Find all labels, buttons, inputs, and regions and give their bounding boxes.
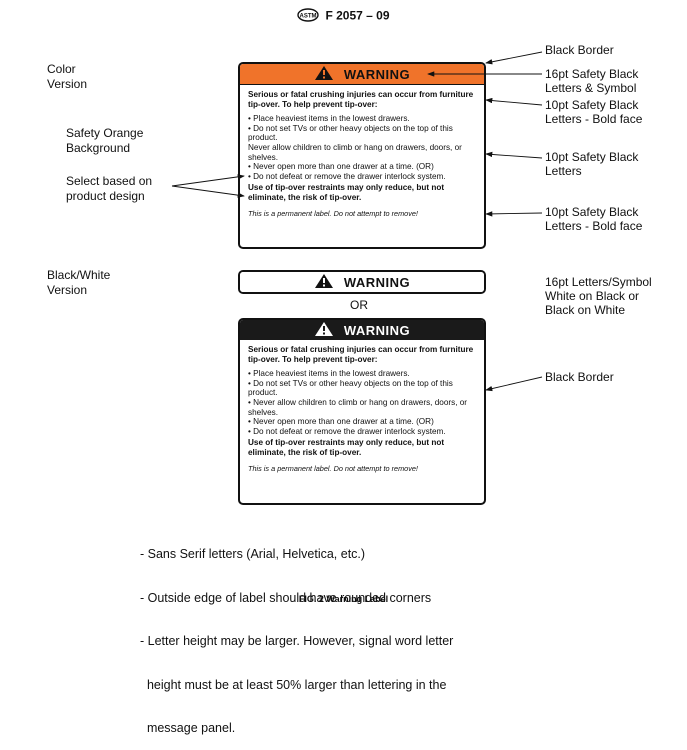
bw-warning-label: WARNING Serious or fatal crushing injuri…	[238, 318, 486, 505]
list-item: • Do not set TVs or other heavy objects …	[248, 378, 453, 398]
list-item: Never allow children to climb or hang on…	[248, 142, 462, 162]
restraint-statement: Use of tip-over restraints may only redu…	[248, 183, 445, 202]
bw-version-label: Black/White Version	[47, 268, 111, 297]
warning-triangle-icon	[314, 321, 334, 340]
signal-word: WARNING	[343, 66, 411, 82]
message-panel: Serious or fatal crushing injuries can o…	[240, 85, 484, 218]
list-item: - Sans Serif letters (Arial, Helvetica, …	[140, 547, 366, 561]
list-item: - Letter height may be larger. However, …	[140, 634, 454, 648]
regular-10pt-note: 10pt Safety Black Letters	[545, 150, 639, 178]
annotation-arrows	[171, 51, 543, 392]
symbol-16pt-note: 16pt Safety Black Letters & Symbol	[545, 67, 639, 95]
bold-10pt-note-b: 10pt Safety Black Letters - Bold face	[545, 205, 643, 233]
instruction-list: • Place heaviest items in the lowest dra…	[248, 114, 476, 181]
black-border-note-bottom: Black Border	[545, 370, 614, 384]
standard-title: F 2057 – 09	[325, 8, 390, 23]
letters-symbol-16pt-note: 16pt Letters/Symbol White on Black or Bl…	[545, 275, 652, 317]
list-item: • Place heaviest items in the lowest dra…	[248, 114, 410, 124]
list-item: • Do not defeat or remove the drawer int…	[248, 426, 446, 436]
list-item: • Never open more than one drawer at a t…	[248, 162, 434, 172]
restraint-statement: Use of tip-over restraints may only redu…	[248, 438, 445, 457]
instruction-list: • Place heaviest items in the lowest dra…	[248, 369, 476, 436]
black-border-note-top: Black Border	[545, 43, 614, 57]
requirements-list: - Sans Serif letters (Arial, Helvetica, …	[140, 518, 453, 750]
svg-text:ASTM: ASTM	[300, 14, 317, 20]
figure-caption: FIG. 2 Warning Label	[298, 594, 389, 604]
select-design-note: Select based on product design	[66, 174, 153, 203]
list-item: • Never open more than one drawer at a t…	[248, 417, 434, 427]
color-warning-label: WARNING Serious or fatal crushing injuri…	[238, 62, 486, 249]
list-item: height must be at least 50% larger than …	[140, 677, 447, 692]
bold-10pt-note-a: 10pt Safety Black Letters - Bold face	[545, 98, 643, 126]
signal-word-outline-label: WARNING	[238, 270, 486, 294]
list-item: - Outside edge of label should have roun…	[140, 590, 432, 605]
color-version-label: Color Version	[47, 62, 88, 91]
list-item: • Never allow children to climb or hang …	[248, 397, 468, 417]
signal-word-band-black: WARNING	[240, 320, 484, 340]
permanent-label-note: This is a permanent label. Do not attemp…	[248, 208, 418, 218]
permanent-label-note: This is a permanent label. Do not attemp…	[248, 463, 418, 473]
warning-triangle-icon	[314, 65, 334, 84]
signal-word: WARNING	[343, 274, 411, 290]
warning-triangle-icon	[314, 273, 334, 292]
list-item: • Place heaviest items in the lowest dra…	[248, 369, 410, 379]
list-item: • Do not defeat or remove the drawer int…	[248, 171, 446, 181]
hazard-statement: Serious or fatal crushing injuries can o…	[248, 345, 474, 364]
message-panel: Serious or fatal crushing injuries can o…	[240, 340, 484, 473]
signal-word-band-orange: WARNING	[240, 64, 484, 85]
page-header: ASTM F 2057 – 09	[0, 8, 687, 25]
signal-word: WARNING	[343, 322, 411, 338]
hazard-statement: Serious or fatal crushing injuries can o…	[248, 90, 474, 109]
astm-logo-icon: ASTM	[297, 8, 320, 25]
or-separator: OR	[350, 298, 368, 312]
list-item: message panel.	[140, 721, 236, 735]
safety-orange-note: Safety Orange Background	[66, 126, 144, 155]
list-item: • Do not set TVs or other heavy objects …	[248, 123, 453, 143]
signal-word-band-white: WARNING	[240, 272, 484, 292]
